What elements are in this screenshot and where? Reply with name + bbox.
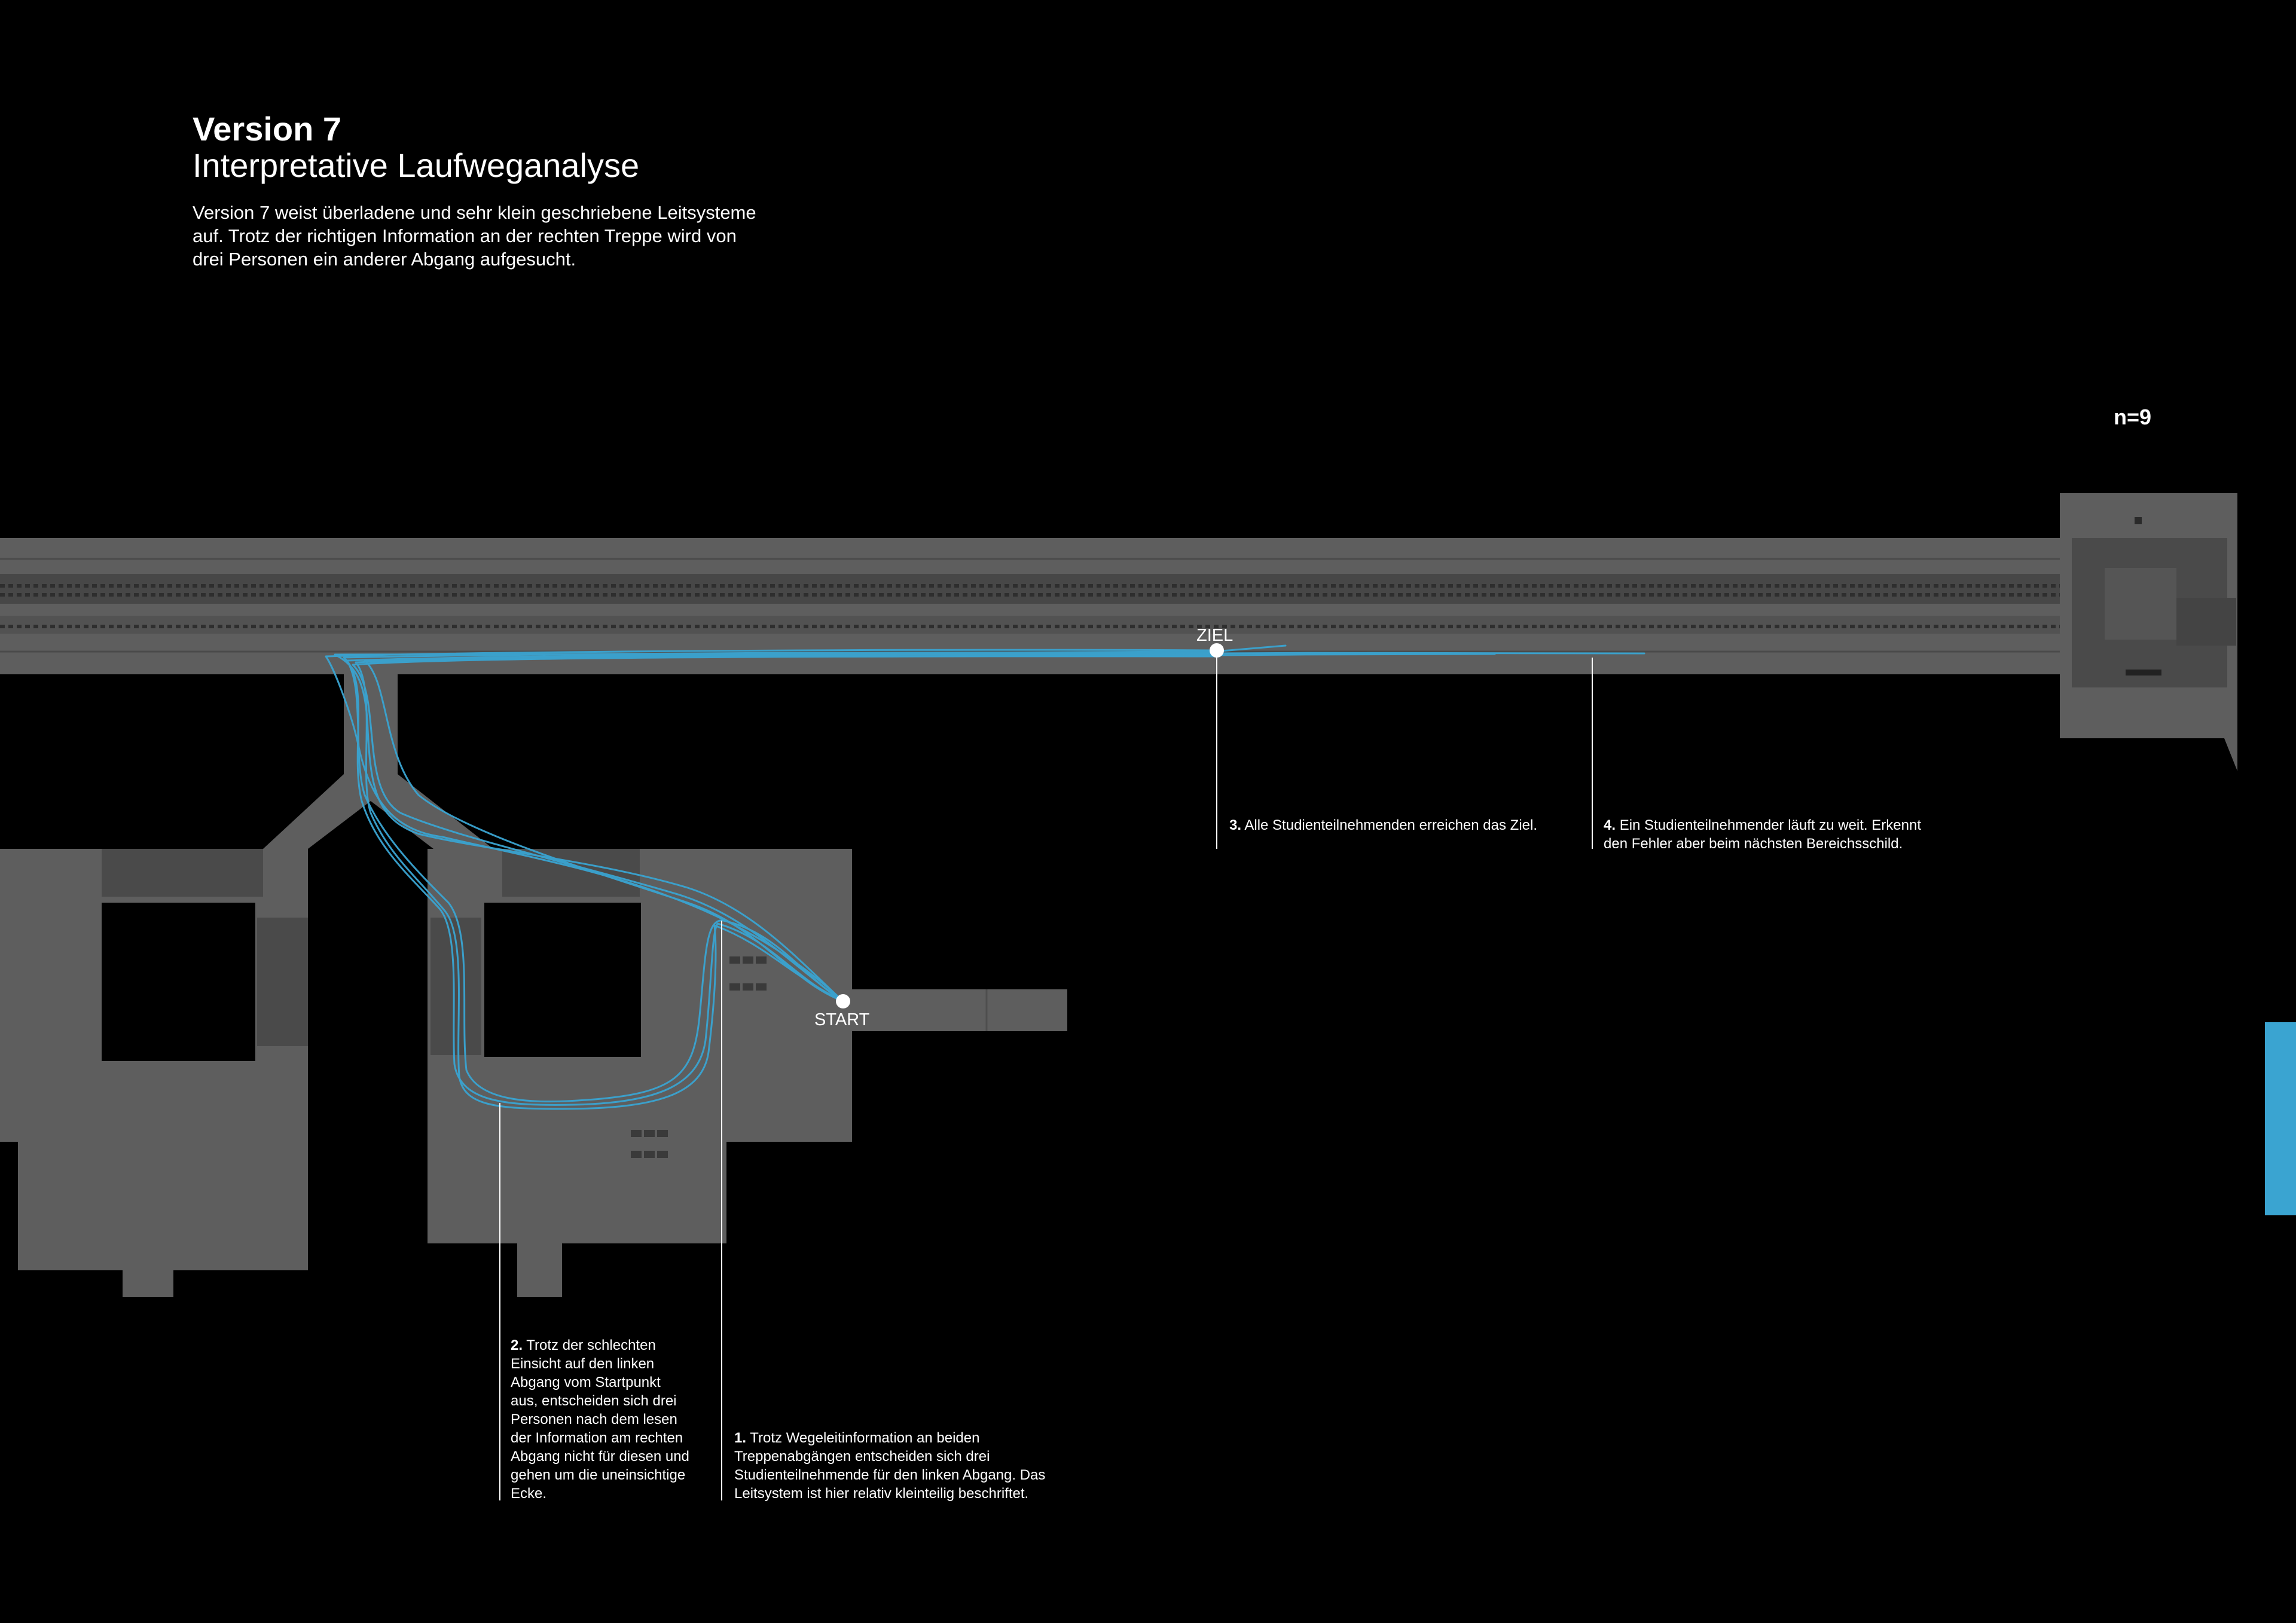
start-marker [836,994,850,1008]
page-subtitle: Interpretative Laufweganalyse [193,146,640,184]
note-1: 1. Trotz Wegeleitinformation an beiden T… [734,1429,1069,1503]
note-4-text: Ein Studienteilnehmender läuft zu weit. … [1604,817,1921,852]
page-title: Version 7 [193,110,342,148]
annotation-lines [499,658,1593,1500]
right-building [2060,493,2237,771]
ziel-label: ZIEL [1196,626,1234,645]
note-4: 4. Ein Studienteilnehmender läuft zu wei… [1604,816,1926,853]
concourse [0,674,1067,1297]
note-1-text: Trotz Wegeleitinformation an beiden Trep… [734,1430,1046,1502]
note-3-text: Alle Studienteilnehmenden erreichen das … [1244,817,1537,833]
note-2-text: Trotz der schlechten Einsicht auf den li… [511,1337,689,1502]
note-3: 3. Alle Studienteilnehmenden erreichen d… [1229,816,1540,835]
side-accent-tab [2265,1022,2296,1215]
note-1-number: 1. [734,1430,747,1446]
start-label: START [814,1010,870,1029]
note-2-number: 2. [511,1337,523,1353]
note-4-number: 4. [1604,817,1616,833]
intro-text: Version 7 weist überladene und sehr klei… [193,202,756,270]
ziel-marker [1210,643,1224,658]
note-2: 2. Trotz der schlechten Einsicht auf den… [511,1336,690,1503]
platform [0,538,2060,674]
walking-paths [325,644,1645,1110]
note-3-number: 3. [1229,817,1242,833]
sample-size-label: n=9 [2114,405,2152,429]
